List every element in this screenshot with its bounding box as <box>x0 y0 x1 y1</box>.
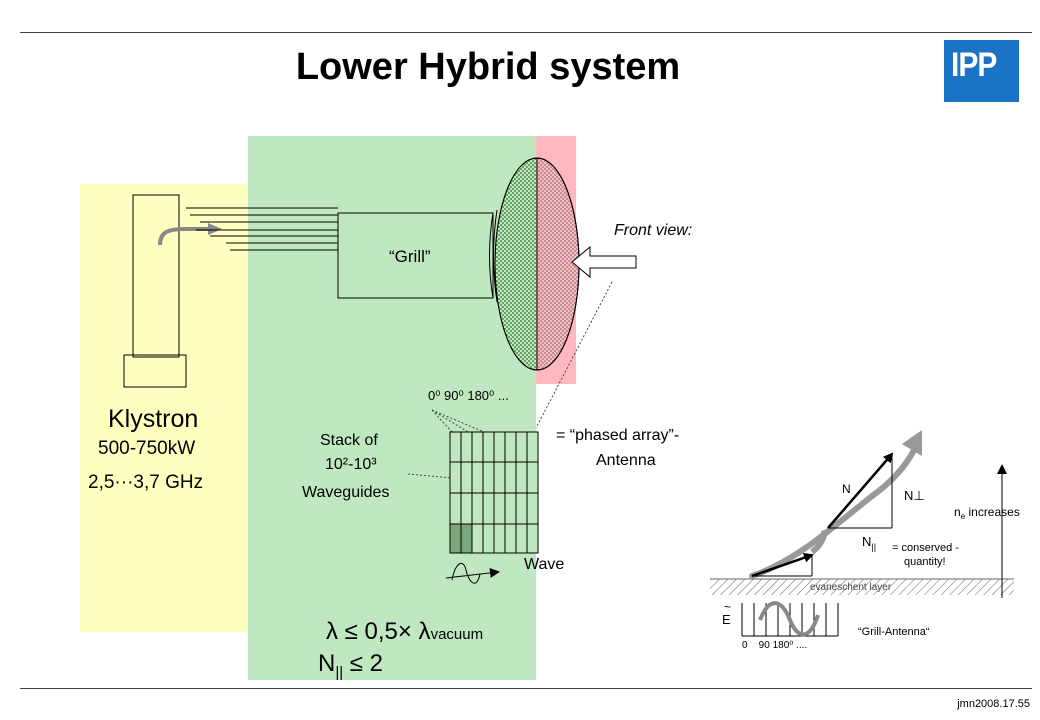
inset-npar-label: N|| <box>862 534 877 552</box>
n-parallel-relation: N|| ≤ 2 <box>318 650 383 681</box>
bottom-rule <box>20 688 1032 689</box>
e-tilde: ~ <box>724 600 732 614</box>
lambda-relation: λ ≤ 0,5× λvacuum <box>326 618 484 645</box>
stack-label-1: Stack of <box>320 432 378 449</box>
frequency-label: 2,5···3,7 GHz <box>88 472 204 493</box>
inset-phases-label: 0 90 180⁰ .... <box>742 640 808 651</box>
power-label: 500-750kW <box>98 438 196 459</box>
klystron-label: Klystron <box>108 405 199 433</box>
inset-nperp-label: N⊥ <box>904 488 925 503</box>
stack-label-3: Waveguides <box>302 484 390 501</box>
stack-label-2: 10²-10³ <box>325 456 377 473</box>
wave-sine <box>451 562 481 584</box>
conserved-label-1: = conserved - <box>892 542 959 554</box>
klystron-base <box>123 354 187 388</box>
e-field-label: E <box>722 612 731 627</box>
footer-id: jmn2008.17.55 <box>957 698 1030 710</box>
phases-label: 0⁰ 90⁰ 180⁰ ... <box>428 388 509 403</box>
density-label: ne increases <box>954 505 1020 521</box>
front-view-label: Front view: <box>614 222 693 239</box>
top-rule <box>20 32 1032 33</box>
grill-label: “Grill” <box>389 247 431 266</box>
inset-diagram <box>710 430 1014 637</box>
wave-label: Wave <box>524 556 565 573</box>
page-title: Lower Hybrid system <box>295 46 681 88</box>
front-view-arrow <box>571 245 637 279</box>
klystron-tube <box>132 194 180 358</box>
mini-wave <box>758 601 820 637</box>
n-vector-low <box>751 552 814 578</box>
conserved-label-2: quantity! <box>904 556 946 568</box>
klystron-zone <box>80 184 248 632</box>
waveguide-lines <box>186 207 338 251</box>
n-vector-high <box>827 452 894 529</box>
inset-n-label: N <box>842 482 851 496</box>
grill-antenna-label: “Grill-Antenna“ <box>858 626 930 638</box>
grill-box <box>337 212 494 299</box>
evanescent-label: evaneschent layer <box>810 582 892 593</box>
klystron-output-arrow <box>158 227 210 246</box>
ipp-logo: IPP <box>944 40 1019 102</box>
logo-text: IPP <box>951 46 997 84</box>
phased-array-label-1: = “phased array”- <box>556 427 680 444</box>
gray-ray <box>749 437 921 579</box>
phased-array-label-2: Antenna <box>596 452 656 469</box>
wave-arrow <box>445 567 500 579</box>
waveguide-grid <box>449 431 539 554</box>
evanescent-layer <box>710 579 1014 595</box>
